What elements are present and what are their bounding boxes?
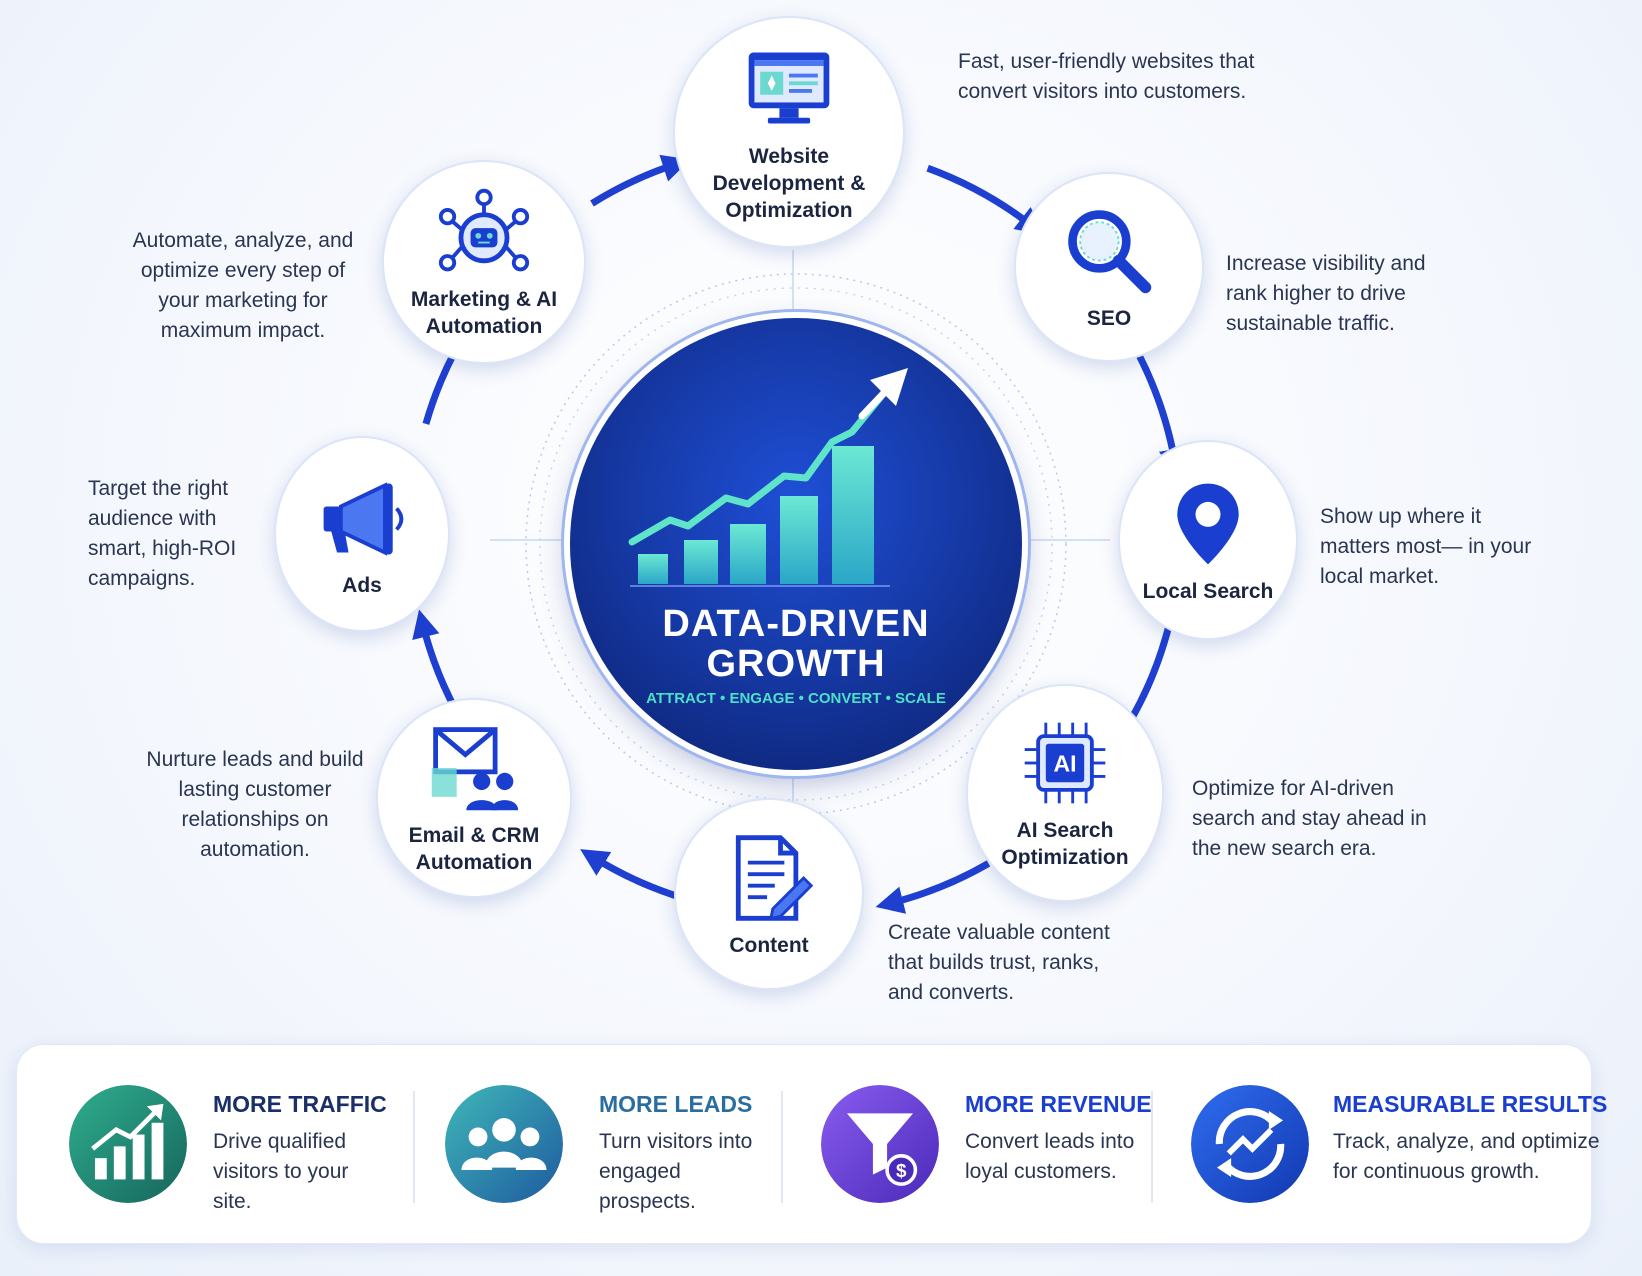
svg-text:AI: AI <box>1053 751 1076 777</box>
ai-chip-icon: AI <box>1024 722 1106 804</box>
node-marketing-ai: Marketing & AI Automation <box>382 160 586 364</box>
map-pin-icon <box>1177 483 1239 564</box>
node-ai-search: AI AI Search Optimization <box>966 684 1164 902</box>
ring-arrow-4 <box>875 860 991 914</box>
monitor-icon <box>748 52 830 124</box>
benefit-traffic: MORE TRAFFIC Drive qualified visitors to… <box>17 1045 407 1245</box>
benefit-measurable: MEASURABLE RESULTS Track, analyze, and o… <box>1133 1045 1607 1245</box>
people-group-icon <box>445 1085 563 1203</box>
desc-content: Create valuable content that builds trus… <box>888 921 1110 1004</box>
center-title-line1: DATA-DRIVEN <box>662 603 930 645</box>
megaphone-icon <box>323 481 404 556</box>
node-label: Website Development & Optimization <box>712 144 866 222</box>
benefit-text: Convert leads into loyal customers. <box>965 1130 1135 1183</box>
benefit-divider <box>1151 1091 1153 1203</box>
node-label: SEO <box>1086 306 1132 330</box>
svg-text:$: $ <box>896 1160 907 1181</box>
benefits-panel: MORE TRAFFIC Drive qualified visitors to… <box>16 1044 1607 1245</box>
node-label: Email & CRM Automation <box>408 824 540 874</box>
document-pen-icon <box>735 834 814 921</box>
growth-chart-icon <box>69 1085 187 1203</box>
trend-line <box>628 384 892 546</box>
desc-ai-search: Optimize for AI-driven search and stay a… <box>1192 777 1427 860</box>
benefit-title: MORE TRAFFIC <box>213 1091 387 1117</box>
desc-website: Fast, user-friendly websites that conver… <box>958 50 1255 103</box>
ring-arrow-8 <box>590 154 691 207</box>
bar-1 <box>638 554 668 584</box>
benefit-text: Track, analyze, and optimize for continu… <box>1333 1130 1600 1183</box>
cycle-chart-icon <box>1191 1085 1309 1203</box>
node-label: Content <box>729 933 809 957</box>
benefit-leads: MORE LEADS Turn visitors into engaged pr… <box>391 1045 771 1245</box>
node-seo: SEO <box>1014 172 1204 362</box>
email-people-icon <box>431 727 519 811</box>
node-label: Marketing & AI Automation <box>410 288 558 338</box>
benefit-divider <box>413 1091 415 1203</box>
robot-network-icon <box>438 188 530 272</box>
bar-2 <box>684 540 718 584</box>
benefit-text: Turn visitors into engaged prospects. <box>599 1130 753 1213</box>
bar-3 <box>730 524 766 584</box>
benefit-title: MORE LEADS <box>599 1091 753 1117</box>
node-label: Local Search <box>1142 579 1274 603</box>
node-ads: Ads <box>274 436 450 632</box>
desc-seo: Increase visibility and rank higher to d… <box>1226 252 1426 335</box>
growth-chart-graphic <box>628 368 908 587</box>
desc-email-crm: Nurture leads and build lasting customer… <box>146 748 364 861</box>
desc-ads: Target the right audience with smart, hi… <box>88 477 237 590</box>
center-title: DATA-DRIVEN GROWTH <box>570 604 1022 684</box>
node-label: Ads <box>342 573 382 597</box>
desc-marketing-ai: Automate, analyze, and optimize every st… <box>132 229 354 342</box>
bar-5 <box>832 446 874 584</box>
benefit-revenue: $ MORE REVENUE Convert leads into loyal … <box>763 1045 1152 1245</box>
bar-4 <box>780 496 818 584</box>
node-label: AI Search Optimization <box>1001 819 1129 869</box>
funnel-dollar-icon: $ <box>821 1085 939 1203</box>
center-tagline: ATTRACT • ENGAGE • CONVERT • SCALE <box>646 690 946 707</box>
node-email-crm: Email & CRM Automation <box>376 698 572 898</box>
center-hub: DATA-DRIVEN GROWTH ATTRACT • ENGAGE • CO… <box>570 318 1022 770</box>
node-content: Content <box>674 798 864 990</box>
ring-arrow-1 <box>926 164 1045 236</box>
magnifier-icon <box>1068 209 1152 293</box>
benefit-text: Drive qualified visitors to your site. <box>213 1130 349 1213</box>
node-local-search: Local Search <box>1118 440 1298 640</box>
benefit-divider <box>781 1091 783 1203</box>
desc-local-search: Show up where it matters most— in your l… <box>1320 505 1532 588</box>
benefit-title: MORE REVENUE <box>965 1091 1152 1117</box>
benefit-title: MEASURABLE RESULTS <box>1333 1091 1608 1117</box>
center-title-line2: GROWTH <box>706 643 886 685</box>
node-website: Website Development & Optimization <box>673 16 905 248</box>
